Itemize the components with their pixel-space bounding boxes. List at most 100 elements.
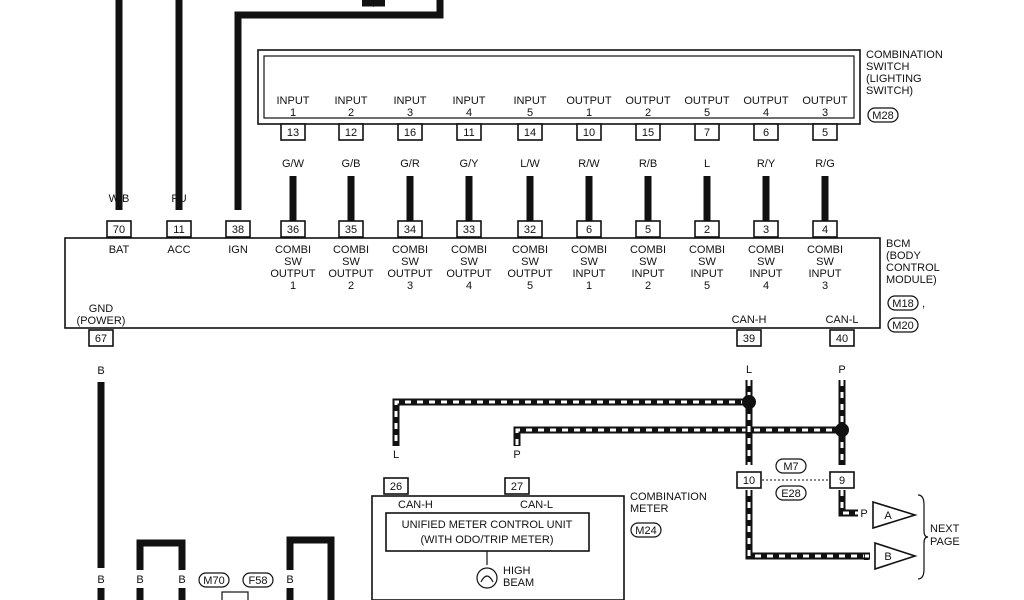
bcm-can-h-color: L: [746, 364, 752, 376]
switch-pin-box-9: [812, 123, 838, 141]
switch-pin-box-6: [635, 123, 661, 141]
combination-switch-title-line-3: (LIGHTING: [866, 73, 922, 85]
bcm-can: CAN-H 39 L CAN-L 40 P: [732, 314, 859, 376]
switch-wire-color-2: G/R: [400, 158, 420, 170]
combination-switch: COMBINATION SWITCH (LIGHTING SWITCH) M28: [257, 49, 943, 125]
bcm-combi-label-7-2: INPUT: [691, 268, 724, 280]
meter-can-l-label: CAN-L: [520, 499, 553, 511]
bcm-combi-label-4-3: 5: [527, 280, 533, 292]
meter-can-h-color: L: [393, 449, 399, 461]
bcm-combi-pin-box-7: [694, 220, 720, 238]
bottom-connector-2: F58: [249, 575, 268, 587]
switch-pin-number-label-7: 5: [704, 107, 710, 119]
next-page-arrow-a-color: P: [860, 508, 867, 520]
switch-pin-label-8: OUTPUT: [743, 95, 789, 107]
switch-wire-color-1: G/B: [342, 158, 361, 170]
top-feed-wires: [115, 0, 444, 210]
bcm-combi-label-7-0: COMBI: [689, 244, 725, 256]
bcm-combi-label-2-2: OUTPUT: [387, 268, 433, 280]
bcm-power-pin-box-2: [225, 220, 251, 238]
bcm-power-pin-1: 11: [173, 224, 184, 236]
next-page-arrow-b-color: L: [863, 551, 869, 563]
bcm-title-line-4: MODULE): [886, 274, 937, 286]
switch-pin-label-9: OUTPUT: [802, 95, 848, 107]
joint-pin-right: 9: [839, 475, 845, 487]
can-bus-wires: [392, 380, 870, 560]
bcm-combi-pin-box-1: [338, 220, 364, 238]
bcm-connector-2: M20: [892, 320, 913, 332]
bottom-connector-1: M70: [203, 575, 224, 587]
switch-wire-color-5: R/W: [578, 158, 600, 170]
bcm-combi-pin-6: 5: [645, 224, 651, 236]
meter-title-line-1: COMBINATION: [630, 491, 707, 503]
switch-wire-color-3: G/Y: [460, 158, 480, 170]
switch-pin-0: 13: [287, 127, 299, 139]
bcm-can-h-label: CAN-H: [732, 314, 767, 326]
bcm-combi-label-9-2: INPUT: [809, 268, 842, 280]
bcm-combi-pin-box-9: [812, 220, 838, 238]
switch-pin-number-label-3: 4: [466, 107, 472, 119]
switch-wire-color-6: R/B: [639, 158, 657, 170]
gnd-label-line-2: (POWER): [77, 315, 126, 327]
bcm-combi-label-1-0: COMBI: [333, 244, 369, 256]
bcm-can-h-pin: 39: [743, 333, 755, 345]
meter-can-l-color: P: [513, 449, 520, 461]
bcm-combi-label-5-2: INPUT: [573, 268, 606, 280]
switch-pin-1: 12: [345, 127, 357, 139]
bottom-color-1: B: [97, 574, 104, 586]
bcm-power-pin-2: 38: [232, 224, 244, 236]
bcm-combi-pin-4: 32: [524, 224, 536, 236]
bcm-title-line-3: CONTROL: [886, 262, 940, 274]
meter-unit-line-2: (WITH ODO/TRIP METER): [420, 534, 553, 546]
bcm-gnd: GND (POWER) 67 B: [77, 303, 126, 568]
bcm-combi-label-3-0: COMBI: [451, 244, 487, 256]
bcm-combi-label-7-1: SW: [698, 256, 716, 268]
bcm-power-color-0: W/B: [109, 193, 130, 205]
bcm-power-label-2: IGN: [228, 244, 248, 256]
bcm-combi-label-8-2: INPUT: [750, 268, 783, 280]
switch-pin-number-label-6: 2: [645, 107, 651, 119]
switch-pin-label-7: OUTPUT: [684, 95, 730, 107]
switch-pin-number-label-1: 2: [348, 107, 354, 119]
bottom-color-3: B: [178, 574, 185, 586]
bcm-title-line-1: BCM: [886, 238, 910, 250]
joint-connector-2: E28: [781, 488, 801, 500]
switch-pin-number-label-9: 3: [822, 107, 828, 119]
meter-can-h-label: CAN-H: [398, 499, 433, 511]
bcm-combi-pin-5: 6: [586, 224, 592, 236]
bcm-power-pin-box-1: [166, 220, 192, 238]
bcm-combi-label-0-1: SW: [284, 256, 302, 268]
bcm-combi-label-7-3: 5: [704, 280, 710, 292]
bcm-power-pin-0: 70: [113, 224, 125, 236]
bcm-combi-pin-9: 4: [822, 224, 828, 236]
switch-wire-color-8: R/Y: [757, 158, 776, 170]
meter-lamp-line-2: BEAM: [503, 577, 534, 589]
combination-switch-title-line-2: SWITCH: [866, 61, 909, 73]
bcm-power-pin-box-0: [106, 220, 132, 238]
switch-wire-color-4: L/W: [520, 158, 540, 170]
switch-pin-5: 10: [583, 127, 595, 139]
switch-pin-3: 11: [463, 127, 474, 139]
combination-switch-connector: M28: [872, 110, 893, 122]
bcm-connector-separator: ,: [922, 298, 925, 310]
switch-pin-label-5: OUTPUT: [566, 95, 612, 107]
bcm-combi-pin-box-8: [753, 220, 779, 238]
bcm-power-label-0: BAT: [109, 244, 130, 256]
next-page-arrow-a-letter: A: [884, 510, 892, 522]
next-page: P A L B NEXT PAGE: [860, 494, 960, 580]
switch-pin-box-5: [576, 123, 602, 141]
switch-pin-label-0: INPUT: [277, 95, 310, 107]
bcm-combi-label-4-2: OUTPUT: [507, 268, 553, 280]
joint-connector: 10 9 M7 E28: [736, 458, 855, 501]
joint-connector-1: M7: [783, 461, 798, 473]
bcm-combi-pins: 36COMBISWOUTPUT135COMBISWOUTPUT234COMBIS…: [270, 220, 843, 292]
gnd-wire-color: B: [97, 365, 104, 377]
bcm-combi-label-3-2: OUTPUT: [446, 268, 492, 280]
switch-pin-box-3: [456, 123, 482, 141]
meter-connector: M24: [635, 525, 656, 537]
bcm-combi-label-1-3: 2: [348, 280, 354, 292]
bcm-module: BCM (BODY CONTROL MODULE) M18 , M20: [64, 237, 940, 333]
bcm-connector-1: M18: [892, 298, 913, 310]
switch-pin-number-label-8: 4: [763, 107, 769, 119]
next-page-arrow-b-letter: B: [884, 551, 891, 563]
